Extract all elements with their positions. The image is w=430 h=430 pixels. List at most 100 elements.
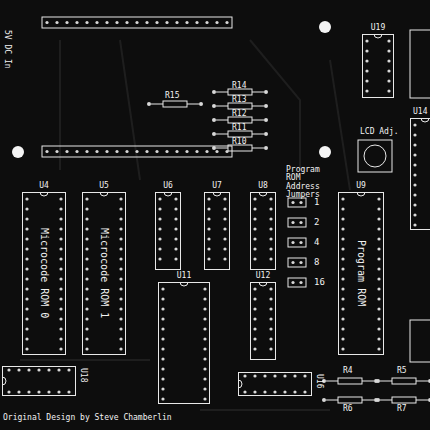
pin-pad [158,227,161,230]
pin-pad [205,150,208,153]
ic-chip: U11 [158,282,210,404]
pin-pad [85,21,88,24]
pin-pad [377,257,380,260]
pin-pad [207,257,210,260]
pin-pad [75,21,78,24]
pin-pad [135,21,138,24]
pin-pad [269,237,272,240]
pin-pad [85,197,88,200]
pin-pad [283,390,286,393]
ic-chip: U5Microcode ROM 1 [82,192,126,355]
pin-pad [263,374,266,377]
pin-pad [119,217,122,220]
ic-chip: U9Program ROM [338,192,384,355]
pin-pad [67,390,70,393]
pin-pad [341,327,344,330]
resistor-symbol [392,397,416,403]
pin-pad [59,247,62,250]
silkscreen-label: Program ROM Address Jumpers [286,166,334,200]
pin-pad [25,237,28,240]
pin-pad [175,21,178,24]
pin-pad [387,39,390,42]
pin-pad [376,398,380,402]
pin-pad [185,150,188,153]
pin-pad [199,102,203,106]
pin-pad [55,150,58,153]
pin-pad [7,390,10,393]
pin-pad [25,217,28,220]
chip-label: Program ROM [356,240,367,306]
pin-pad [85,207,88,210]
pin-pad [341,307,344,310]
pin-pad [365,39,368,42]
pin-pad [119,277,122,280]
pin-pad [45,21,48,24]
pin-pad [161,327,164,330]
silkscreen-mark [216,106,264,107]
pin-pad [253,257,256,260]
resistor-symbol [338,378,362,384]
pin-pad [161,337,164,340]
jumper [288,198,306,207]
pin-pad [253,390,256,393]
pin-pad [47,368,50,371]
pin-pad [269,297,272,300]
pin-pad [413,153,416,156]
pin-pad [377,327,380,330]
pin-pad [158,207,161,210]
pin-pad [85,347,88,350]
pin-pad [365,59,368,62]
pin-pad [158,197,161,200]
silkscreen-label: R14 [232,82,246,90]
pin-pad [119,287,122,290]
pin-pad [59,337,62,340]
pin-pad [303,374,306,377]
pin-pad [85,247,88,250]
pin-pad [105,150,108,153]
pin-pad [299,201,302,204]
pin-pad [174,197,177,200]
pin-pad [59,217,62,220]
pin-pad [243,374,246,377]
pin-pad [67,368,70,371]
pin-pad [212,118,216,122]
pin-pad [174,257,177,260]
pin-pad [377,247,380,250]
silkscreen-label: Original Design by Steve Chamberlin [3,414,172,422]
silkscreen-mark [216,148,264,149]
pin-pad [377,277,380,280]
pin-pad [223,227,226,230]
ic-chip: U7 [204,192,230,270]
pin-pad [175,150,178,153]
pin-pad [161,307,164,310]
pin-pad [341,257,344,260]
pin-pad [269,197,272,200]
pin-pad [341,317,344,320]
pin-pad [299,261,302,264]
pin-pad [25,277,28,280]
pin-pad [75,150,78,153]
part-designator: U18 [79,368,87,382]
pin-pad [223,237,226,240]
pin-pad [25,257,28,260]
pin-pad [413,133,416,136]
pin-pad [341,227,344,230]
pin-pad [65,150,68,153]
pin-pad [119,257,122,260]
pin-pad [215,150,218,153]
pin-pad [119,317,122,320]
pin-pad [212,104,216,108]
pin-pad [269,257,272,260]
pin-pad [341,337,344,340]
part-designator: U14 [413,108,427,116]
pin-pad [174,207,177,210]
pin-pad [223,197,226,200]
silkscreen-label: R15 [165,92,179,100]
part-designator: U5 [99,182,109,190]
part-designator: U9 [356,182,366,190]
pin-pad [365,69,368,72]
pin-pad [25,297,28,300]
pin-pad [85,317,88,320]
pin-pad [85,337,88,340]
